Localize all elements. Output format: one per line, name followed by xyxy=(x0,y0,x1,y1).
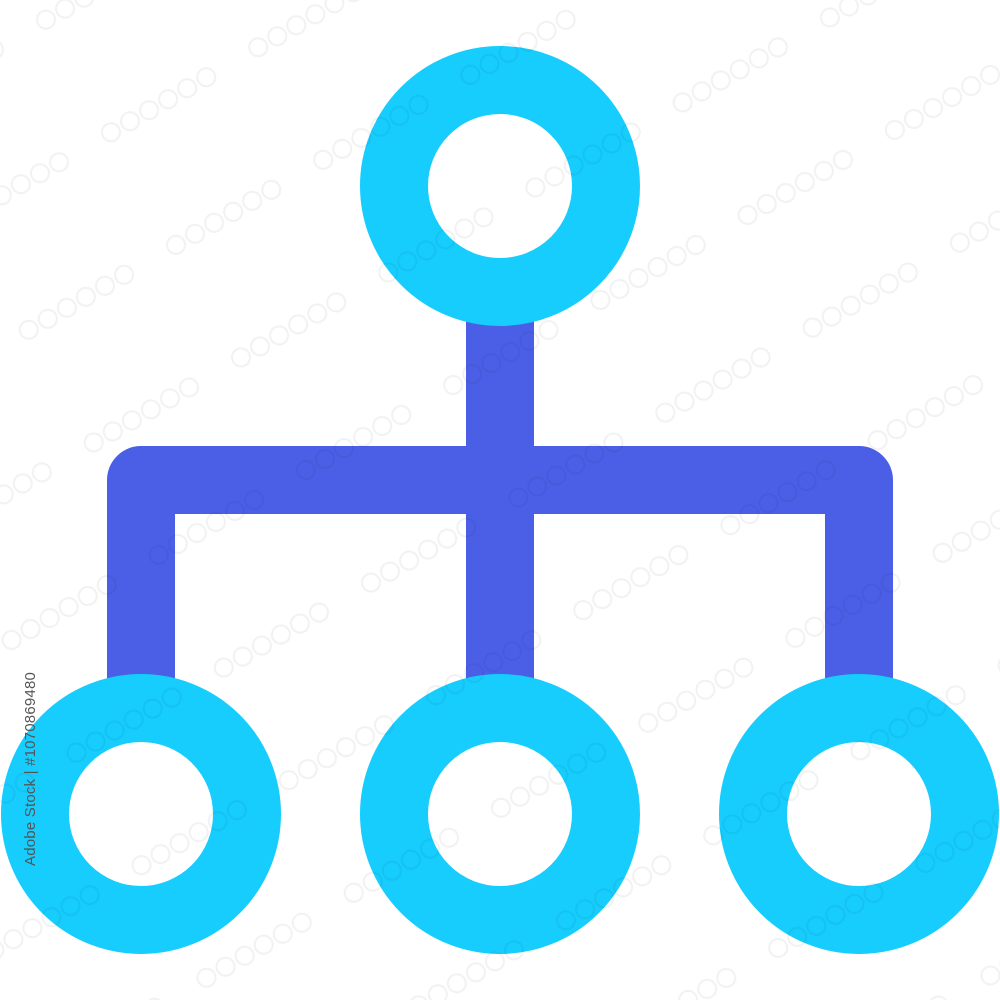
bottom-center-node xyxy=(360,674,640,954)
bottom-right-node xyxy=(719,674,999,954)
top-node xyxy=(360,46,640,326)
connector-lines xyxy=(107,320,893,690)
bottom-left-node xyxy=(1,674,281,954)
